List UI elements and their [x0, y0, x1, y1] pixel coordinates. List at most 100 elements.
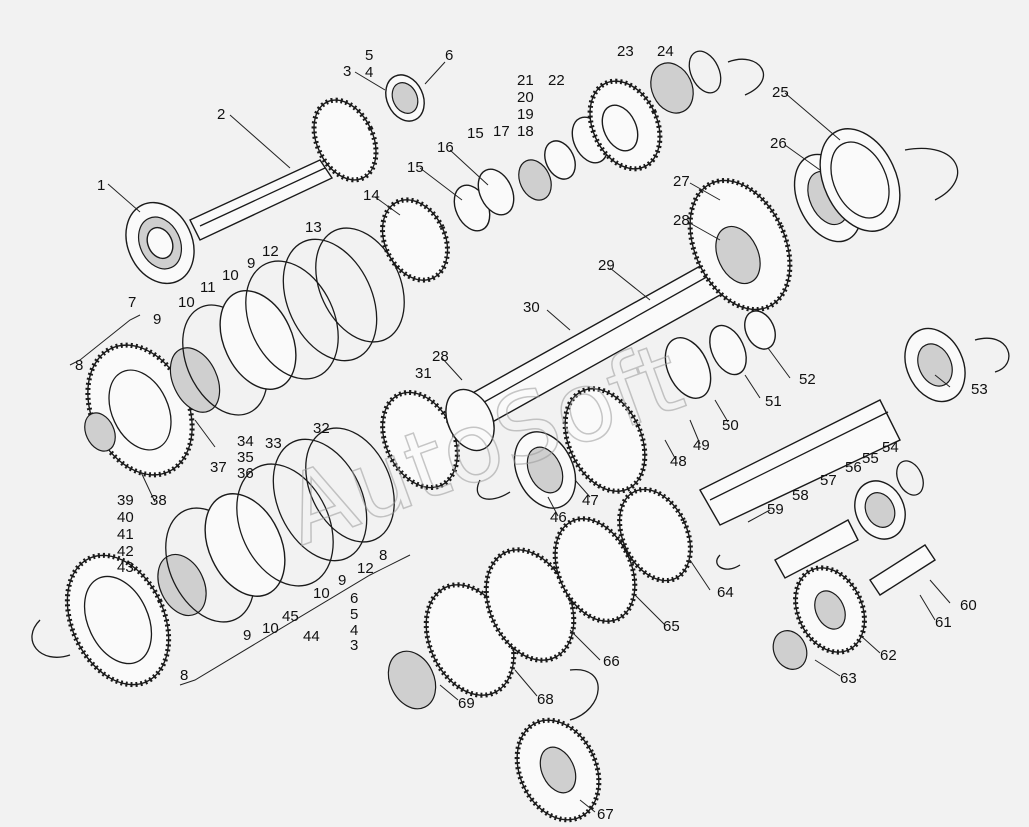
callout-67: 67 [597, 806, 614, 823]
callout-8c: 8 [180, 667, 188, 684]
callout-labels: 1 2 3 4 5 6 7 8 9 10 11 10 9 12 13 14 15… [75, 43, 988, 823]
callout-14: 14 [363, 187, 380, 204]
lower-synchronizer-stack [64, 427, 395, 688]
callout-12b: 12 [357, 560, 374, 577]
callout-47: 47 [582, 492, 599, 509]
callout-54: 54 [882, 439, 899, 456]
callout-10c: 10 [313, 585, 330, 602]
rotation-arrows [31, 58, 1010, 721]
callout-59: 59 [767, 501, 784, 518]
callout-6b: 6 [350, 590, 358, 607]
countershaft-assembly [387, 486, 693, 823]
callout-35: 35 [237, 449, 254, 466]
callout-6: 6 [445, 47, 453, 64]
callout-51: 51 [765, 393, 782, 410]
callout-24: 24 [657, 43, 674, 60]
upper-synchronizer-stack [84, 227, 405, 478]
callout-19: 19 [517, 106, 534, 123]
callout-5b: 5 [350, 606, 358, 623]
callout-26: 26 [770, 135, 787, 152]
callout-64: 64 [717, 584, 734, 601]
callout-63: 63 [840, 670, 857, 687]
callout-7: 7 [128, 294, 136, 311]
callout-18: 18 [517, 123, 534, 140]
input-shaft-assembly [125, 74, 425, 285]
callout-10b: 10 [222, 267, 239, 284]
callout-42: 42 [117, 543, 134, 560]
callout-62: 62 [880, 647, 897, 664]
rotation-arrow-icon [31, 619, 71, 658]
callout-43: 43 [117, 559, 134, 576]
callout-5: 5 [365, 47, 373, 64]
callout-49: 49 [693, 437, 710, 454]
callout-58: 58 [792, 487, 809, 504]
callout-46: 46 [550, 509, 567, 526]
callout-40: 40 [117, 509, 134, 526]
callout-50: 50 [722, 417, 739, 434]
callout-12: 12 [262, 243, 279, 260]
callout-4: 4 [365, 64, 373, 81]
callout-36: 36 [237, 465, 254, 482]
callout-44: 44 [303, 628, 320, 645]
callout-48: 48 [670, 453, 687, 470]
callout-31: 31 [415, 365, 432, 382]
callout-28: 28 [673, 212, 690, 229]
callout-56: 56 [845, 459, 862, 476]
callout-27: 27 [673, 173, 690, 190]
main-shaft-assembly [459, 128, 901, 431]
callout-69: 69 [458, 695, 475, 712]
callout-38: 38 [150, 492, 167, 509]
callout-15: 15 [407, 159, 424, 176]
callout-2: 2 [217, 106, 225, 123]
callout-13: 13 [305, 219, 322, 236]
callout-60: 60 [960, 597, 977, 614]
callout-61: 61 [935, 614, 952, 631]
callout-17: 17 [493, 123, 510, 140]
callout-55: 55 [862, 450, 879, 467]
callout-66: 66 [603, 653, 620, 670]
callout-4b: 4 [350, 622, 358, 639]
callout-33: 33 [265, 435, 282, 452]
callout-52: 52 [799, 371, 816, 388]
callout-65: 65 [663, 618, 680, 635]
rotation-arrow-icon [716, 554, 741, 570]
leader-lines [69, 61, 951, 813]
callout-8: 8 [75, 357, 83, 374]
callout-25: 25 [772, 84, 789, 101]
callout-68: 68 [537, 691, 554, 708]
callout-30: 30 [523, 299, 540, 316]
callout-10d: 10 [262, 620, 279, 637]
callout-16: 16 [437, 139, 454, 156]
callout-9c: 9 [338, 572, 346, 589]
rotation-arrow-icon [904, 147, 959, 201]
callout-20: 20 [517, 89, 534, 106]
callout-10: 10 [178, 294, 195, 311]
callout-39: 39 [117, 492, 134, 509]
callout-37: 37 [210, 459, 227, 476]
rotation-arrow-icon [569, 669, 599, 721]
rotation-arrow-icon [727, 58, 765, 96]
rotation-arrow-icon [476, 479, 511, 500]
callout-3: 3 [343, 63, 351, 80]
callout-28b: 28 [432, 348, 449, 365]
callout-23: 23 [617, 43, 634, 60]
callout-22: 22 [548, 72, 565, 89]
callout-3b: 3 [350, 637, 358, 654]
callout-9b: 9 [247, 255, 255, 272]
callout-34: 34 [237, 433, 254, 450]
callout-41: 41 [117, 526, 134, 543]
callout-53: 53 [971, 381, 988, 398]
callout-29: 29 [598, 257, 615, 274]
middle-gear-cluster [380, 386, 648, 509]
callout-57: 57 [820, 472, 837, 489]
callout-21: 21 [517, 72, 534, 89]
callout-45: 45 [282, 608, 299, 625]
rotation-arrow-icon [974, 337, 1010, 373]
upper-gear-stack [380, 50, 722, 283]
callout-8b: 8 [379, 547, 387, 564]
callout-9d: 9 [243, 627, 251, 644]
output-shaft-assembly [699, 327, 966, 670]
callout-9: 9 [153, 311, 161, 328]
callout-11: 11 [200, 279, 216, 296]
